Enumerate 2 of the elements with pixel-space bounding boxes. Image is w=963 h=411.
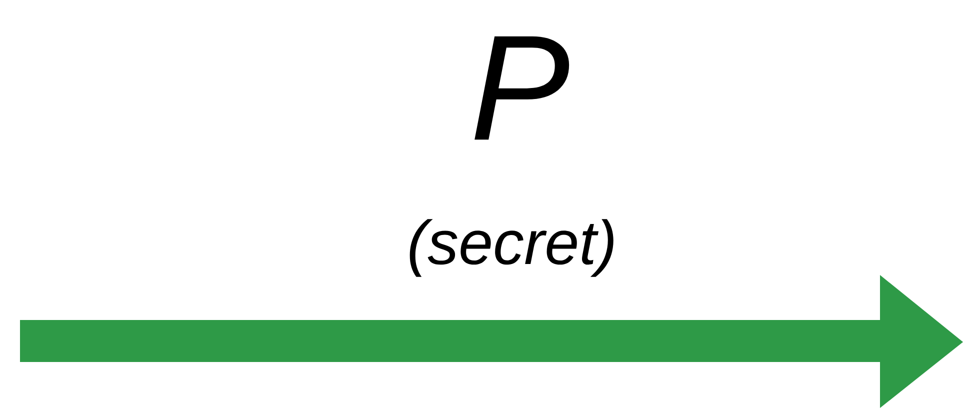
label-text: P [474,36,570,140]
label-text: (secret) [410,219,614,277]
